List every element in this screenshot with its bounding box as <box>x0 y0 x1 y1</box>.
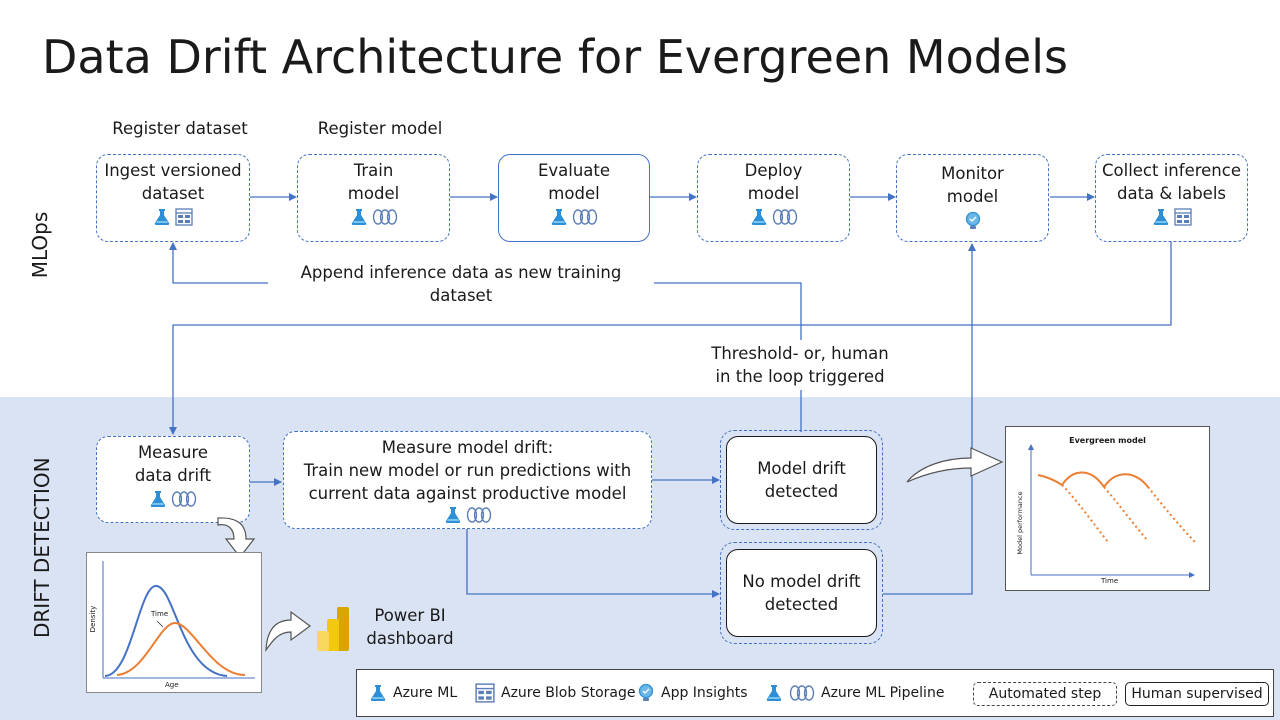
step-collect-inference-data: Collect inference data & labels <box>1095 154 1248 242</box>
step-label: data drift <box>134 466 212 485</box>
azure-ml-flask-icon <box>751 209 766 225</box>
step-monitor-model: Monitor model <box>896 154 1049 242</box>
step-ingest-versioned-dataset: Ingest versioned dataset <box>96 154 250 242</box>
legend-app-insights: App Insights <box>637 670 748 716</box>
step-measure-model-drift: Measure model drift: Train new model or … <box>283 431 652 529</box>
drift-detected-frame <box>720 430 883 530</box>
step-label: dataset <box>141 184 205 203</box>
step-label: current data against productive model <box>308 484 627 503</box>
annotation-append-inference-data: Append inference data as new training da… <box>300 263 622 305</box>
blob-storage-icon <box>175 208 193 226</box>
annotation-threshold-trigger: Threshold- or, human in the loop trigger… <box>711 344 889 386</box>
step-label: Deploy <box>744 161 803 180</box>
density-annotation: Time <box>151 610 169 618</box>
step-measure-data-drift: Measure data drift <box>96 436 250 523</box>
azure-ml-flask-icon <box>150 491 166 507</box>
power-bi-icon <box>317 607 349 651</box>
curved-arrow-to-powerbi <box>265 610 312 653</box>
step-label: data & labels <box>1116 184 1227 203</box>
step-evaluate-model: Evaluate model <box>498 154 650 242</box>
step-train-model: Train model <box>297 154 450 242</box>
performance-curve-decay-2 <box>1103 486 1149 542</box>
blob-storage-icon <box>1173 208 1192 226</box>
evergreen-title: Evergreen model <box>1069 436 1146 445</box>
azure-ml-flask-icon <box>445 507 460 523</box>
evergreen-xlabel: Time <box>1101 577 1119 585</box>
legend-pipeline: Azure ML Pipeline <box>765 670 944 716</box>
curved-arrow-to-density-chart <box>217 517 256 558</box>
legend-human-supervised: Human supervised <box>1125 682 1269 706</box>
azure-ml-flask-icon <box>551 209 567 225</box>
step-label: Train <box>353 161 394 180</box>
performance-curve-decay-1 <box>1061 484 1109 543</box>
legend-blob-storage: Azure Blob Storage <box>475 670 635 716</box>
step-no-model-drift-detected: No model drift detected <box>726 549 877 637</box>
step-label: Measure model drift: <box>381 438 554 457</box>
step-label: Ingest versioned <box>104 161 242 180</box>
density-curve-after <box>116 621 246 676</box>
step-deploy-model: Deploy model <box>697 154 850 242</box>
blob-storage-icon <box>475 683 495 703</box>
pipeline-icon <box>466 507 491 523</box>
evergreen-ylabel: Model performance <box>1016 491 1024 555</box>
step-label: Collect inference <box>1102 161 1241 180</box>
legend-automated-step: Automated step <box>973 682 1117 706</box>
azure-ml-flask-icon <box>351 209 366 225</box>
azure-ml-flask-icon <box>154 209 170 225</box>
density-chart: Density Age Time <box>86 552 262 693</box>
step-label: model <box>347 184 400 203</box>
step-label: model <box>548 184 600 203</box>
performance-curve-decay-3 <box>1147 486 1197 544</box>
azure-ml-flask-icon <box>1153 209 1168 225</box>
density-xlabel: Age <box>165 681 179 689</box>
app-insights-bulb-icon <box>965 211 980 229</box>
pipeline-icon <box>572 209 598 225</box>
step-label: model <box>946 187 999 206</box>
performance-curve-retrain-2 <box>1103 473 1149 488</box>
legend-azure-ml: Azure ML <box>369 670 457 716</box>
performance-curve-retrain-1 <box>1061 471 1105 488</box>
legend: Azure ML Azure Blob Storage App Insights… <box>356 669 1274 717</box>
step-model-drift-detected: Model drift detected <box>726 436 877 524</box>
page-title: Data Drift Architecture for Evergreen Mo… <box>42 30 1068 84</box>
evergreen-model-chart: Evergreen model Model performance Time <box>1005 426 1210 591</box>
app-insights-bulb-icon <box>638 683 654 701</box>
step-label: Train new model or run predictions with <box>303 461 632 480</box>
density-ylabel: Density <box>89 605 97 633</box>
no-drift-frame <box>720 542 883 644</box>
pipeline-icon <box>789 685 815 701</box>
label-register-model: Register model <box>317 119 443 138</box>
pipeline-icon <box>171 491 197 507</box>
pipeline-icon <box>372 209 397 225</box>
step-label: Monitor <box>941 164 1004 183</box>
azure-ml-flask-icon <box>766 685 782 701</box>
label-register-dataset: Register dataset <box>112 119 248 138</box>
pipeline-icon <box>772 209 797 225</box>
curved-arrow-to-evergreen-chart <box>906 447 1004 483</box>
powerbi-label: Power BI dashboard <box>366 606 454 648</box>
density-curve-before <box>104 585 228 677</box>
step-label: Measure <box>137 443 209 462</box>
step-label: Evaluate <box>537 161 611 180</box>
azure-ml-flask-icon <box>370 685 386 701</box>
performance-curve-current <box>1037 474 1063 486</box>
step-label: model <box>747 184 800 203</box>
